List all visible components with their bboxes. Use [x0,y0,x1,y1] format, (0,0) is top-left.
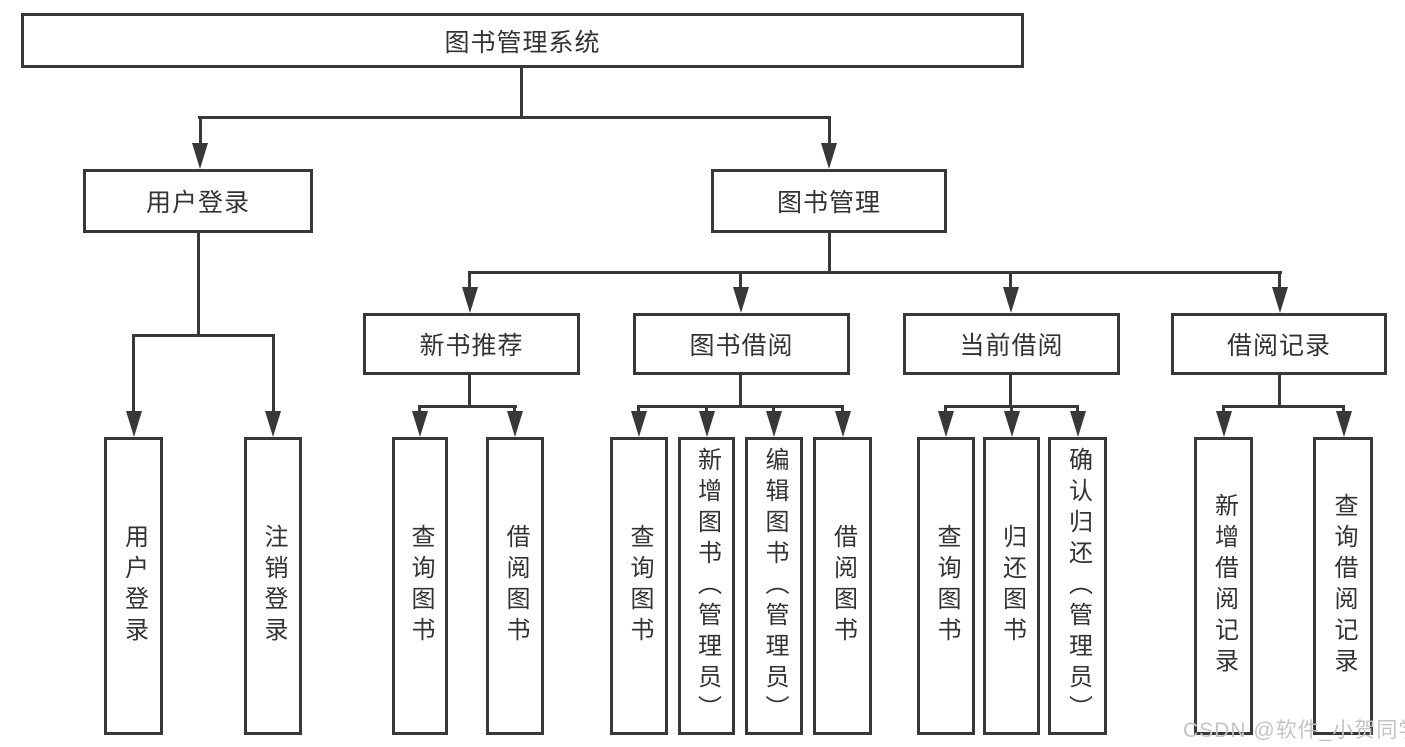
arrowhead-current-icon [1003,287,1019,313]
arrowhead-bor-query-icon [631,411,647,437]
arrowhead-cur-confirm-icon [1070,411,1086,437]
connector-drop-user-line [199,118,202,146]
arrowhead-cur-query-icon [938,411,954,437]
node-user-login-label: 用户登录 [145,189,250,217]
arrowhead-borrow-icon [733,287,749,313]
node-book-borrow: 图书借阅 [633,313,850,375]
leaf-recommend-query-book-label: 查询图书 [407,524,434,648]
leaf-user-logout-label: 注销登录 [260,524,287,648]
connector-root-stub [520,68,523,119]
node-new-book-recommend: 新书推荐 [363,313,580,375]
connector-drop-records-line [1278,273,1281,292]
node-borrow-records: 借阅记录 [1171,313,1387,375]
connector-user-stub [197,233,200,336]
connector-user-rail [132,334,275,337]
arrowhead-bor-add-icon [699,411,715,437]
leaf-borrow-edit-book-admin: 编辑图书（管理员） [745,437,803,735]
connector-records-rail [1222,405,1345,408]
node-book-management-label: 图书管理 [776,189,881,217]
connector-borrow-rail [637,405,844,408]
leaf-records-query-record: 查询借阅记录 [1313,437,1373,735]
arrowhead-rec-query-icon [412,411,428,437]
connector-drop-borrow-line [739,273,742,292]
node-borrow-records-label: 借阅记录 [1226,332,1331,360]
connector-drop-user-login-line [132,336,135,413]
leaf-user-login-label: 用户登录 [120,524,148,648]
connector-drop-current-line [1009,273,1012,292]
leaf-borrow-query-book-label: 查询图书 [626,524,653,648]
arrowhead-bor-borrow-icon [835,411,851,437]
leaf-current-query-book-label: 查询图书 [933,524,960,648]
arrowhead-records-add-icon [1216,411,1232,437]
node-current-borrow: 当前借阅 [903,313,1120,375]
connector-current-stub [1009,375,1012,407]
arrowhead-bor-edit-icon [766,411,782,437]
node-book-borrow-label: 图书借阅 [689,332,794,360]
arrowhead-records-icon [1272,287,1288,313]
leaf-current-confirm-return-admin-label: 确认归还（管理员） [1064,446,1092,726]
leaf-recommend-borrow-book: 借阅图书 [486,437,544,735]
leaf-records-add-record-label: 新增借阅记录 [1210,493,1238,679]
connector-mgmt-stub [828,233,831,274]
connector-level2-rail [198,116,831,119]
arrowhead-user-logout-icon [265,411,281,437]
connector-recommend-rail [418,405,517,408]
csdn-watermark: CSDN @软件_小贺同学 [1183,719,1405,742]
leaf-borrow-borrow-book: 借阅图书 [813,437,872,735]
leaf-user-login: 用户登录 [104,437,163,735]
node-book-management: 图书管理 [711,169,947,233]
leaf-borrow-edit-book-admin-label: 编辑图书（管理员） [761,446,788,726]
connector-drop-user-logout-line [272,336,275,413]
leaf-records-query-record-label: 查询借阅记录 [1330,493,1357,679]
arrowhead-rec-borrow-icon [507,411,523,437]
leaf-current-confirm-return-admin: 确认归还（管理员） [1048,437,1107,735]
leaf-borrow-borrow-book-label: 借阅图书 [829,524,857,648]
leaf-current-return-book: 归还图书 [983,437,1040,735]
connector-drop-recommend-line [468,273,471,292]
connector-current-rail [944,405,1079,408]
arrowhead-user-icon [192,143,208,169]
node-root-label: 图书管理系统 [444,28,601,57]
leaf-borrow-add-book-admin-label: 新增图书（管理员） [693,446,721,726]
arrowhead-cur-return-icon [1004,411,1020,437]
connector-recommend-stub [468,375,471,407]
leaf-user-logout: 注销登录 [244,437,302,735]
arrowhead-records-query-icon [1336,411,1352,437]
leaf-borrow-query-book: 查询图书 [610,437,668,735]
leaf-current-return-book-label: 归还图书 [998,524,1026,648]
node-root-system: 图书管理系统 [21,13,1024,68]
connector-borrow-stub [739,375,742,407]
arrowhead-mgmt-icon [821,143,837,169]
node-current-borrow-label: 当前借阅 [959,332,1064,360]
leaf-records-add-record: 新增借阅记录 [1194,437,1253,735]
connector-drop-mgmt-line [828,118,831,146]
leaf-recommend-borrow-book-label: 借阅图书 [502,524,529,648]
connector-records-stub [1278,375,1281,407]
leaf-borrow-add-book-admin: 新增图书（管理员） [678,437,735,735]
leaf-recommend-query-book: 查询图书 [392,437,448,735]
node-user-login-branch: 用户登录 [83,169,313,233]
node-new-book-recommend-label: 新书推荐 [419,332,524,360]
arrowhead-recommend-icon [462,287,478,313]
connector-level3-rail [468,271,1282,274]
leaf-current-query-book: 查询图书 [917,437,975,735]
arrowhead-user-login-icon [126,411,142,437]
